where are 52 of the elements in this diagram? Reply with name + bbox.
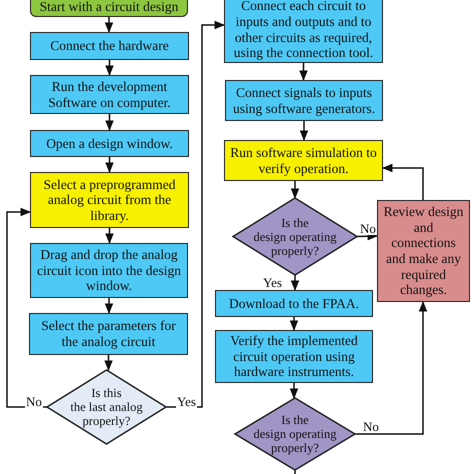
node-text: Verify the implemented circuit operation using hardware instruments. [229, 333, 359, 380]
arrow [382, 164, 424, 200]
decision-diamond [235, 398, 355, 470]
decision-diamond [47, 370, 166, 444]
node-text: Connect each circuit to inputs and outputs and to other circuits as required, using the connection tool. [232, 0, 374, 61]
arrow [166, 20, 226, 408]
arrow [105, 157, 114, 174]
node-text: Select a preprogrammed analog circuit from the library. [42, 176, 176, 224]
process-box [215, 290, 373, 317]
decision-diamond [233, 198, 357, 275]
arrow [290, 275, 300, 292]
edge-label: No [25, 395, 43, 408]
arrow [104, 17, 114, 34]
process-box [29, 313, 188, 355]
node-text: Start with a circuit design [38, 0, 180, 14]
process-box [225, 80, 383, 121]
arrow [290, 317, 298, 332]
process-box [215, 330, 373, 383]
start-box [30, 0, 188, 17]
arrow [105, 228, 114, 244]
process-box [30, 172, 189, 228]
edge-label: No [359, 222, 377, 235]
node-text: Download to the FPAA. [228, 296, 360, 312]
node-text: Connect signals to inputs using software generators. [232, 84, 376, 116]
process-box [30, 75, 189, 114]
arrow [104, 298, 114, 314]
node-text: Is the design operating properly? [254, 216, 336, 258]
node-text: Run the development Software on computer. [47, 78, 172, 110]
edge-label: No [362, 420, 380, 433]
edge-label: Yes [262, 276, 283, 289]
node-text: Select the parameters for the analog circuit [40, 318, 177, 350]
arrow [300, 121, 308, 142]
node-text: Review design and connections and make any required changes. [382, 204, 464, 298]
node-text: Is the design operating properly? [254, 413, 336, 455]
arrow [104, 355, 113, 372]
node-text: Open a design window. [45, 136, 174, 152]
arrow [105, 114, 114, 132]
arrow [6, 208, 47, 408]
node-text: Connect the hardware [49, 38, 170, 54]
node-text: Run software simulation to verify operation. [229, 144, 378, 176]
process-box [30, 243, 188, 298]
review-box [377, 200, 470, 302]
arrow [290, 181, 300, 200]
process-box [30, 32, 189, 60]
node-text: Drag and drop the analog circuit icon into the design window. [36, 247, 182, 294]
process-box [30, 130, 189, 157]
arrow [355, 300, 428, 435]
edge-label: Yes [176, 395, 197, 408]
arrow [290, 383, 298, 400]
arrow [105, 60, 114, 76]
arrow [299, 63, 308, 82]
node-text: Is this the last analog properly? [70, 386, 143, 428]
